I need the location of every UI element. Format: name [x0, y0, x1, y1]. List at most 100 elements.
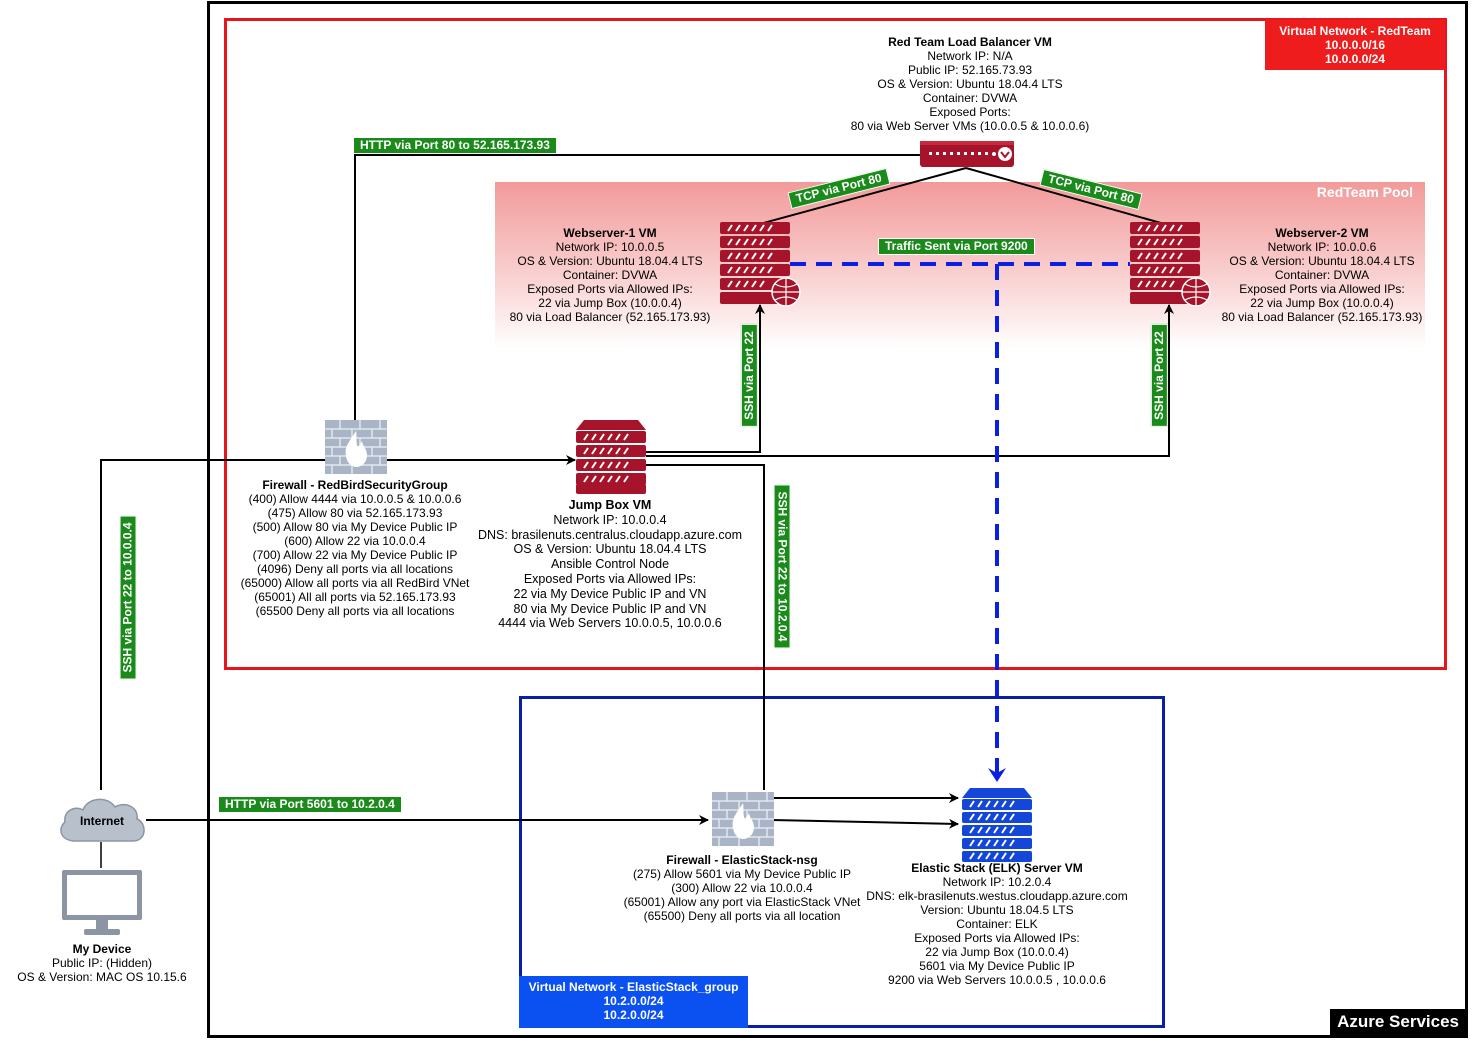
edge-label-traffic9200: Traffic Sent via Port 9200 — [878, 238, 1035, 255]
jumpbox-line: Ansible Control Node — [550, 557, 670, 572]
my-device-line: Public IP: (Hidden) — [51, 956, 153, 970]
jumpbox-line: DNS: brasilenuts.centralus.cloudapp.azur… — [477, 527, 743, 542]
firewall-red-rule: (700) Allow 22 via My Device Public IP — [252, 548, 458, 562]
load-balancer-title: Red Team Load Balancer VM — [888, 35, 1052, 49]
elk-title: Elastic Stack (ELK) Server VM — [911, 861, 1083, 875]
jumpbox-line: 80 via My Device Public IP and VN — [513, 601, 707, 616]
edge-label-ssh22-ws2: SSH via Port 22 — [1150, 324, 1168, 427]
webserver1-icon — [720, 222, 801, 307]
webserver1-line: 22 via Jump Box (10.0.0.4) — [538, 296, 682, 310]
webserver1-line: OS & Version: Ubuntu 18.04.4 LTS — [517, 254, 703, 268]
jumpbox-line: 22 via My Device Public IP and VN — [513, 586, 707, 601]
firewall-red-rule: (65000) Allow all ports via all RedBird … — [240, 576, 470, 590]
load-balancer-line: Container: DVWA — [922, 91, 1018, 105]
edge-label-ssh22-ws1: SSH via Port 22 — [740, 324, 758, 427]
webserver2-line: OS & Version: Ubuntu 18.04.4 LTS — [1229, 254, 1415, 268]
pool-title: RedTeam Pool — [1316, 184, 1413, 200]
elk-line: 9200 via Web Servers 10.0.0.5 , 10.0.0.6 — [888, 973, 1106, 987]
webserver1-line: 80 via Load Balancer (52.165.173.93) — [509, 310, 711, 324]
firewall-elk-title: Firewall - ElasticStack-nsg — [666, 853, 818, 867]
redteam-vnet-title: Virtual Network - RedTeam — [1279, 24, 1431, 38]
webserver2-line: 80 via Load Balancer (52.165.173.93) — [1221, 310, 1423, 324]
edge-label-http80: HTTP via Port 80 to 52.165.173.93 — [353, 137, 557, 154]
elk-server-icon — [962, 788, 1032, 862]
line-jump-to-ws1 — [646, 304, 765, 453]
azure-services-frame — [207, 1, 1468, 1038]
jumpbox-title: Jump Box VM — [568, 498, 652, 512]
azure-services-label: Azure Services — [1330, 1009, 1466, 1035]
webserver1-line: Exposed Ports via Allowed IPs: — [527, 282, 693, 296]
load-balancer-line: OS & Version: Ubuntu 18.04.4 LTS — [877, 77, 1063, 91]
load-balancer-line: Network IP: N/A — [927, 49, 1013, 63]
load-balancer-info: Red Team Load Balancer VM Network IP: N/… — [820, 35, 1120, 133]
load-balancer-line: 80 via Web Server VMs (10.0.0.5 & 10.0.0… — [850, 119, 1090, 133]
cloud-icon — [60, 798, 145, 842]
firewall-red-rule: (475) Allow 80 via 52.165.173.93 — [267, 506, 443, 520]
firewall-red-rule: (65500 Deny all ports via all locations — [255, 604, 455, 618]
my-device-info: My Device Public IP: (Hidden) OS & Versi… — [2, 942, 202, 984]
firewall-red-rule: (600) Allow 22 via 10.0.0.4 — [284, 534, 426, 548]
load-balancer-icon — [920, 141, 1014, 167]
firewall-elk-info: Firewall - ElasticStack-nsg (275) Allow … — [612, 853, 872, 923]
firewall-red-rule: (500) Allow 80 via My Device Public IP — [252, 520, 458, 534]
firewall-red-rule: (4096) Deny all ports via all locations — [256, 562, 454, 576]
line-internet-to-jumpbox — [100, 455, 576, 790]
firewall-elk-icon — [712, 792, 774, 846]
monitor-icon — [62, 870, 142, 935]
elk-line: Container: ELK — [956, 917, 1038, 931]
webserver2-icon — [1130, 222, 1211, 307]
line-jump-to-elk-firewall — [646, 464, 765, 790]
firewall-red-title: Firewall - RedBirdSecurityGroup — [262, 478, 448, 492]
elk-line: Version: Ubuntu 18.04.5 LTS — [920, 903, 1074, 917]
elasticstack-vnet-cidr-2: 10.2.0.0/24 — [603, 1008, 664, 1022]
firewall-elk-rule: (275) Allow 5601 via My Device Public IP — [632, 867, 852, 881]
webserver2-title: Webserver-2 VM — [1275, 226, 1369, 240]
jumpbox-line: Exposed Ports via Allowed IPs: — [523, 571, 697, 586]
jumpbox-line: OS & Version: Ubuntu 18.04.4 LTS — [513, 542, 707, 557]
webserver1-line: Network IP: 10.0.0.5 — [555, 240, 665, 254]
firewall-red-info: Firewall - RedBirdSecurityGroup (400) Al… — [230, 478, 480, 618]
line-lb-to-ws1 — [755, 167, 967, 226]
jumpbox-info: Jump Box VM Network IP: 10.0.0.4 DNS: br… — [470, 498, 750, 631]
edge-label-http5601: HTTP via Port 5601 to 10.2.0.4 — [218, 796, 402, 813]
edge-label-ssh22-elk: SSH via Port 22 to 10.2.0.4 — [773, 484, 791, 649]
webserver2-line: Container: DVWA — [1274, 268, 1370, 282]
webserver1-info: Webserver-1 VM Network IP: 10.0.0.5 OS &… — [500, 226, 720, 324]
redteam-vnet-cidr-2: 10.0.0.0/24 — [1324, 52, 1386, 66]
webserver2-line: Network IP: 10.0.0.6 — [1267, 240, 1377, 254]
load-balancer-line: Exposed Ports: — [929, 105, 1011, 119]
firewall-red-rule: (65001) All all ports via 52.165.173.93 — [254, 590, 456, 604]
elasticstack-vnet-title: Virtual Network - ElasticStack_group — [528, 980, 739, 994]
firewall-elk-rule: (65500) Deny all ports via all location — [643, 909, 841, 923]
firewall-elk-rule: (65001) Allow any port via ElasticStack … — [623, 895, 861, 909]
elk-line: Network IP: 10.2.0.4 — [942, 875, 1052, 889]
my-device-line: OS & Version: MAC OS 10.15.6 — [17, 970, 187, 984]
elasticstack-vnet-label: Virtual Network - ElasticStack_group 10.… — [519, 976, 748, 1028]
webserver2-line: 22 via Jump Box (10.0.0.4) — [1250, 296, 1394, 310]
elasticstack-vnet-cidr-1: 10.2.0.0/24 — [603, 994, 664, 1008]
firewall-brick-icon — [325, 420, 387, 474]
redteam-vnet-label: Virtual Network - RedTeam 10.0.0.0/16 10… — [1265, 20, 1445, 70]
line-lb-to-ws2 — [965, 167, 1169, 226]
firewall-elk-rule: (300) Allow 22 via 10.0.0.4 — [671, 881, 813, 895]
elk-line: Exposed Ports via Allowed IPs: — [914, 931, 1080, 945]
internet-label: Internet — [79, 814, 124, 828]
jumpbox-line: Network IP: 10.0.0.4 — [553, 512, 667, 527]
redteam-vnet-frame — [224, 18, 1447, 670]
webserver1-title: Webserver-1 VM — [563, 226, 657, 240]
firewall-red-rule: (400) Allow 4444 via 10.0.0.5 & 10.0.0.6 — [248, 492, 462, 506]
webserver2-line: Exposed Ports via Allowed IPs: — [1239, 282, 1405, 296]
elk-line: 22 via Jump Box (10.0.0.4) — [925, 945, 1069, 959]
elk-info: Elastic Stack (ELK) Server VM Network IP… — [862, 861, 1132, 987]
load-balancer-line: Public IP: 52.165.73.93 — [907, 63, 1033, 77]
elasticstack-vnet-frame — [519, 696, 1165, 1028]
line-elkfw-to-elk-2 — [771, 818, 959, 829]
elk-line: 5601 via My Device Public IP — [919, 959, 1075, 973]
line-firewall-to-loadbalancer — [354, 154, 920, 420]
line-jump-to-ws2 — [646, 304, 1174, 457]
elk-line: DNS: elk-brasilenuts.westus.cloudapp.azu… — [866, 889, 1128, 903]
webserver2-info: Webserver-2 VM Network IP: 10.0.0.6 OS &… — [1212, 226, 1432, 324]
edge-label-ssh22-jump: SSH via Port 22 to 10.0.0.4 — [119, 515, 137, 680]
jumpbox-server-icon — [576, 420, 646, 494]
